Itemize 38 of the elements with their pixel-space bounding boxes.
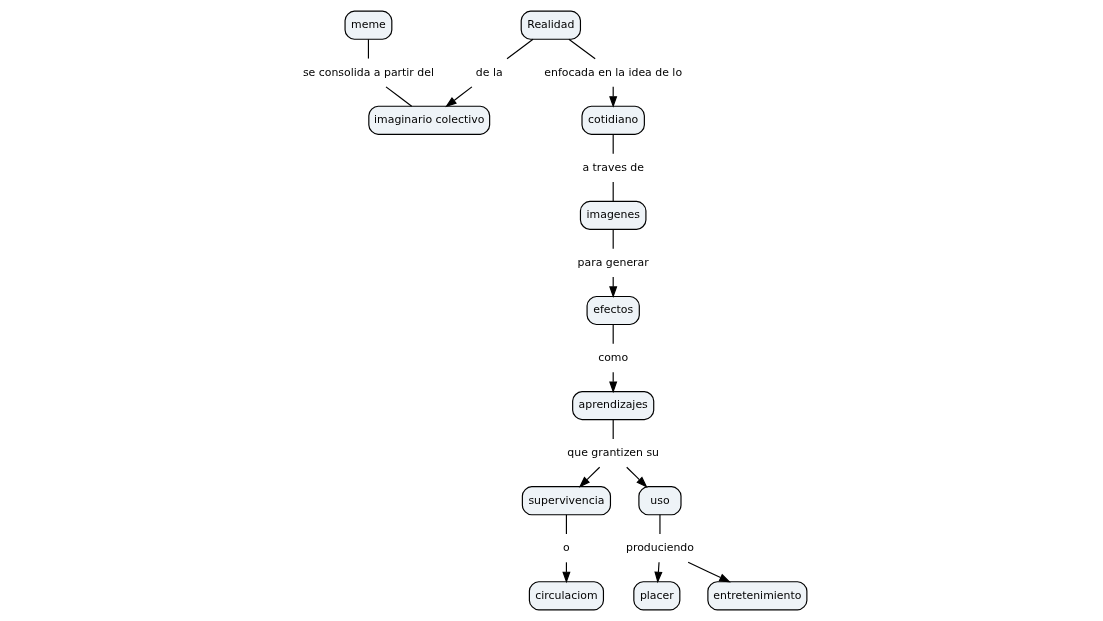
arrow <box>561 561 570 584</box>
arrow <box>578 466 600 488</box>
connector <box>384 86 412 107</box>
connector <box>612 228 614 250</box>
arrow <box>625 466 648 488</box>
node-box: uso <box>637 486 682 516</box>
node-box: circulaciom <box>528 581 604 611</box>
node-text: para generar <box>577 255 649 269</box>
node-box: cotidiano <box>580 105 645 135</box>
arrow <box>653 561 662 584</box>
node-box: efectos <box>586 295 640 326</box>
connector <box>565 514 567 535</box>
node-text: a traves de <box>581 160 644 174</box>
node-text: enfocada en la idea de lo <box>543 65 682 79</box>
node-box: entretenimiento <box>706 581 807 611</box>
connector <box>567 38 596 60</box>
connector <box>612 133 614 155</box>
node-box: imagenes <box>579 200 646 231</box>
connector <box>505 38 534 60</box>
node-text: produciendo <box>625 541 694 555</box>
node-text: o <box>562 541 570 555</box>
node-box: aprendizajes <box>571 390 654 421</box>
node-box: placer <box>632 581 680 611</box>
connector <box>612 419 614 440</box>
node-box: Realidad <box>520 10 581 40</box>
connector <box>612 181 614 202</box>
arrow <box>687 561 731 583</box>
connector <box>367 38 369 60</box>
node-text: que grantizen su <box>566 446 659 460</box>
node-box: imaginario colectivo <box>367 105 490 135</box>
node-text: de la <box>475 65 503 79</box>
node-box: supervivencia <box>521 486 611 516</box>
node-text: como <box>597 350 628 364</box>
connector <box>612 324 614 345</box>
arrow <box>444 86 472 108</box>
node-box: meme <box>343 10 392 40</box>
node-text: se consolida a partir del <box>302 65 434 79</box>
connector <box>658 514 661 535</box>
